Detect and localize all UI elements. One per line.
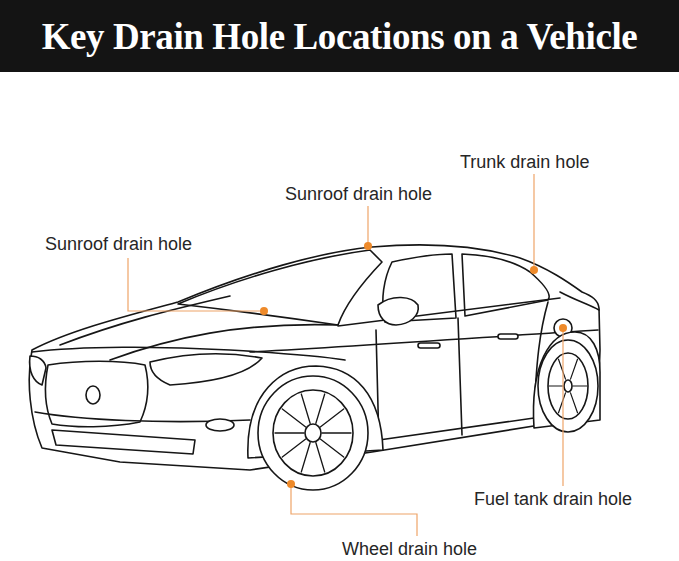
callout-label: Sunroof drain hole xyxy=(45,235,192,253)
drain-hole-dot xyxy=(530,266,538,274)
title-band: Key Drain Hole Locations on a Vehicle xyxy=(0,0,679,72)
drain-hole-dot xyxy=(364,242,372,250)
leader-line xyxy=(128,258,264,311)
car-body xyxy=(29,245,600,470)
windshield xyxy=(178,250,382,325)
rear-tire xyxy=(538,340,598,432)
rear-hub xyxy=(564,380,572,392)
headlight xyxy=(30,356,46,385)
lower-intake xyxy=(52,430,195,454)
hood-crease xyxy=(60,296,230,345)
door-handle xyxy=(498,334,518,339)
shoulder-line xyxy=(250,330,598,352)
front-rim xyxy=(273,390,353,476)
rear-spokes xyxy=(549,359,587,413)
front-tire xyxy=(258,376,368,490)
front-hub xyxy=(305,424,321,442)
trunk-line xyxy=(560,292,599,310)
rocker-line xyxy=(379,418,534,440)
leader-line xyxy=(562,328,563,486)
grille-emblem xyxy=(86,386,100,404)
door-seam xyxy=(458,318,462,435)
rear-rim xyxy=(548,353,588,419)
callout-label: Sunroof drain hole xyxy=(285,185,432,203)
drain-hole-dot xyxy=(287,480,295,488)
grille xyxy=(45,361,147,427)
front-spokes xyxy=(275,394,351,472)
callout-label: Fuel tank drain hole xyxy=(474,490,632,508)
drain-hole-dot xyxy=(260,307,268,315)
callout-label: Wheel drain hole xyxy=(342,540,477,558)
drain-hole-dot xyxy=(559,324,567,332)
door-handle xyxy=(418,343,440,348)
leader-line xyxy=(533,174,534,270)
fog-light xyxy=(206,419,234,431)
leader-line xyxy=(367,206,368,246)
side-mirror xyxy=(378,297,418,325)
headlight xyxy=(150,354,262,385)
belt-line xyxy=(338,298,560,326)
leader-line xyxy=(291,484,417,536)
callout-label: Trunk drain hole xyxy=(460,153,589,171)
title: Key Drain Hole Locations on a Vehicle xyxy=(42,15,638,58)
rear-side-window xyxy=(462,254,549,316)
